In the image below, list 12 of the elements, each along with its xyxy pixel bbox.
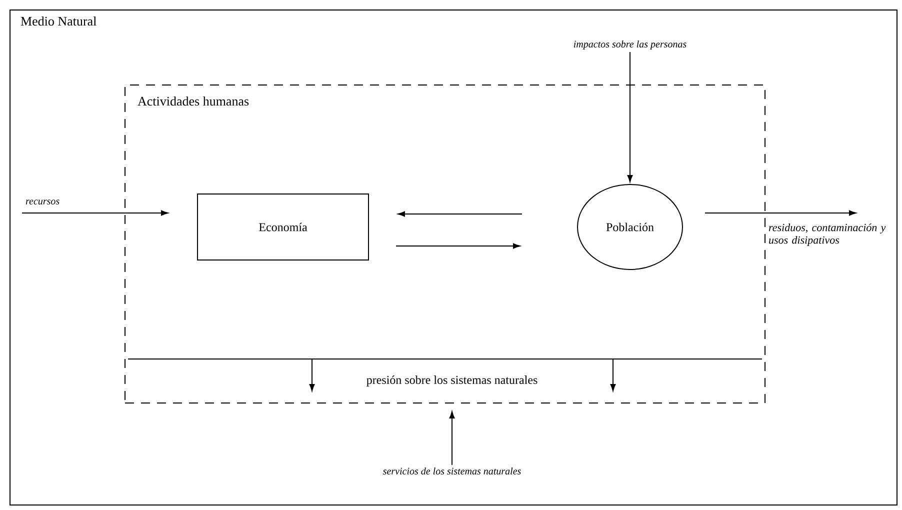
arrow (449, 411, 455, 466)
edge-label: recursos (26, 200, 60, 204)
arrow (627, 52, 633, 182)
process-box: Economía (197, 194, 369, 260)
arrow (396, 243, 520, 249)
edge-label: residuos, contaminación y usos disipativos (768, 224, 886, 246)
arrow (704, 210, 856, 216)
node-text: impactos sobre las personas (574, 40, 686, 50)
arrow (22, 210, 168, 216)
label-text: presión sobre los sistemas naturales (366, 376, 538, 386)
arrow (398, 211, 522, 217)
node-text: servicios de los sistemas naturales (382, 467, 521, 474)
